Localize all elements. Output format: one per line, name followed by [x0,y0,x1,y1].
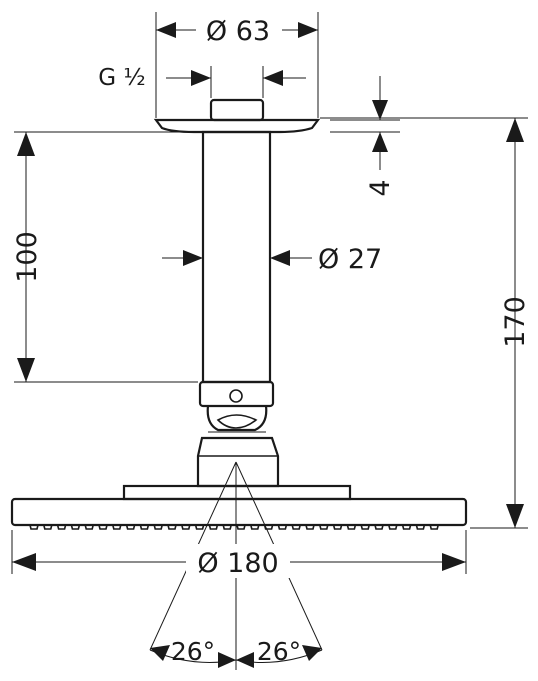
nozzle-row [29,524,439,530]
label-head-diameter: Ø 180 [197,548,278,579]
nozzle [43,524,53,530]
ball-joint [206,405,268,432]
head-top-plate [122,484,352,501]
label-angle-left: 26° [171,637,215,666]
dimension-labels: Ø 63 G ½ 4 100 Ø 27 170 Ø 180 26° 26° [12,14,531,666]
nozzle [305,524,315,530]
shower-arm [201,130,272,384]
nozzle [153,524,163,530]
nozzle [222,524,232,530]
nozzle [360,524,370,530]
nozzle [374,524,384,530]
nozzle [332,524,343,530]
nozzle [236,524,246,530]
part-outline [10,98,468,530]
nozzle [277,524,288,530]
nozzle [112,524,122,530]
ball-joint-inner [216,414,258,429]
nozzle [84,524,94,530]
set-screw [229,389,243,403]
nozzle [70,524,81,530]
nozzle [263,524,274,530]
thread-connector [209,98,265,122]
label-arm-length: 100 [12,231,43,283]
swivel-socket [196,436,280,488]
joint-ring [198,380,275,408]
nozzle [401,524,412,530]
dimension-lines [12,22,524,668]
nozzle [346,524,357,530]
ceiling-flange [153,118,321,134]
nozzle [319,524,329,530]
nozzle [429,524,439,530]
label-flange-thickness: 4 [365,179,396,196]
nozzle [125,524,136,530]
label-angle-right: 26° [257,637,301,666]
nozzle [167,524,177,530]
nozzle [415,524,426,530]
nozzle [139,524,150,530]
nozzle [208,524,219,530]
nozzle [181,524,191,530]
label-thread: G ½ [98,65,145,91]
label-total-height: 170 [500,296,531,348]
nozzle [29,524,39,530]
nozzle [250,524,260,530]
shower-head-body [10,497,468,527]
nozzle [56,524,67,530]
nozzle [194,524,205,530]
nozzle [291,524,301,530]
nozzle [98,524,108,530]
nozzle [388,524,398,530]
label-arm-diameter: Ø 27 [318,244,382,275]
label-flange-diameter: Ø 63 [206,16,270,47]
